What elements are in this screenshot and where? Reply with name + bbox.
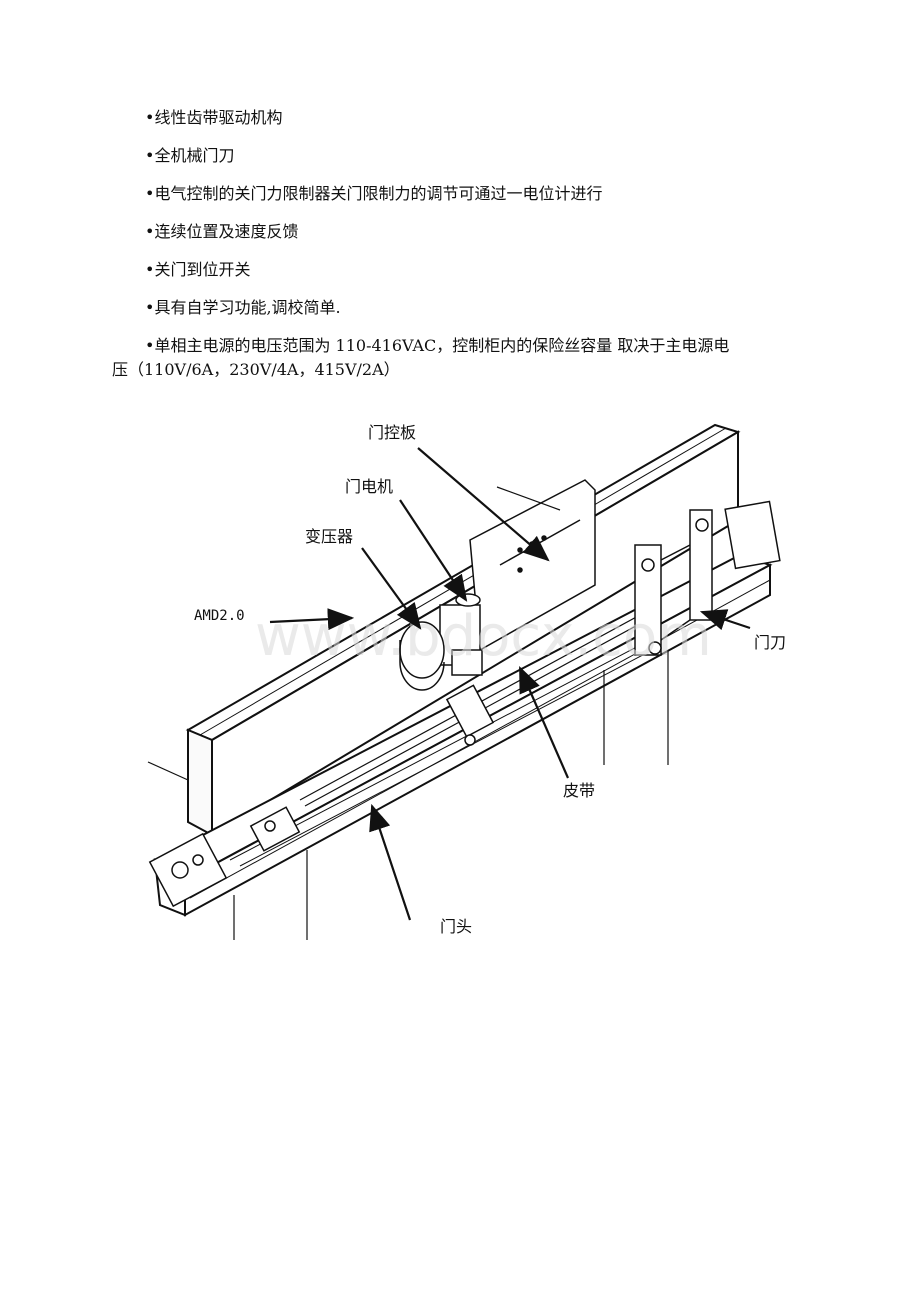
door-knife xyxy=(634,500,781,656)
label-transformer: 变压器 xyxy=(305,527,353,546)
label-door-knife: 门刀 xyxy=(754,633,786,652)
power-note: •单相主电源的电压范围为 110-416VAC，控制柜内的保险丝容量 取决于主电… xyxy=(112,336,825,380)
door-hanger xyxy=(445,684,495,746)
feature-list: •线性齿带驱动机构 •全机械门刀 •电气控制的关门力限制器关门限制力的调节可通过… xyxy=(112,108,825,398)
label-belt: 皮带 xyxy=(563,781,595,800)
watermark: www.bdocx.com xyxy=(255,604,712,669)
feature-item: •关门到位开关 xyxy=(145,260,251,279)
hanger-rods xyxy=(147,486,669,940)
feature-item: •连续位置及速度反馈 xyxy=(145,222,299,241)
label-control-board: 门控板 xyxy=(368,423,416,442)
left-hanger xyxy=(148,806,301,908)
label-motor: 门电机 xyxy=(345,477,393,496)
label-door-head: 门头 xyxy=(440,917,472,936)
feature-item: •全机械门刀 xyxy=(145,146,235,165)
label-model: AMD2.0 xyxy=(194,608,245,624)
feature-item: •线性齿带驱动机构 xyxy=(145,108,283,127)
power-note-line2: 压（110V/6A，230V/4A，415V/2A） xyxy=(112,360,400,379)
callout-arrows xyxy=(269,447,751,921)
transformer xyxy=(399,621,445,691)
feature-item: •具有自学习功能,调校简单. xyxy=(145,298,341,317)
feature-item: •电气控制的关门力限制器关门限制力的调节可通过一电位计进行 xyxy=(145,184,603,203)
power-note-line1: •单相主电源的电压范围为 110-416VAC，控制柜内的保险丝容量 取决于主电… xyxy=(145,336,730,355)
